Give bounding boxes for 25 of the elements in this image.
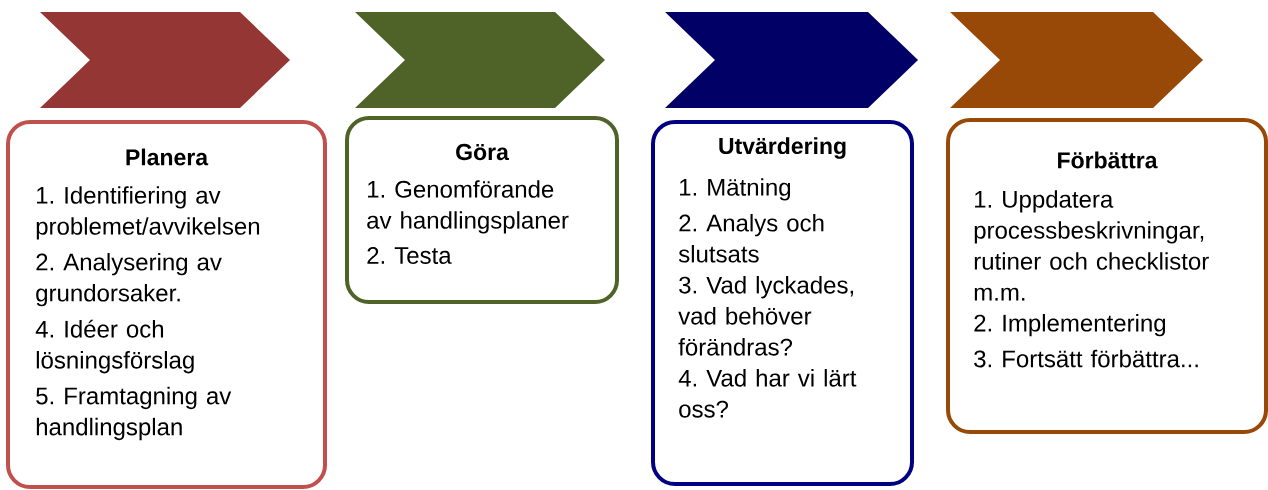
card-heading: Utvärdering	[719, 137, 846, 159]
list-item: 4. Idéer och lösningsförslag	[35, 319, 194, 374]
card-heading: Förbättra	[1058, 151, 1158, 169]
list-item: 1. Mätning	[680, 178, 791, 201]
list-item: 2. Implementering	[974, 314, 1166, 337]
list-item: 2. Analys och slutsats	[678, 213, 824, 263]
chevron-banner	[355, 12, 605, 108]
list-item: 4. Vad har vi lärt oss?	[678, 369, 857, 418]
chevron-banner	[950, 12, 1203, 108]
chevron-banner	[40, 12, 290, 108]
step-card	[946, 118, 1268, 434]
list-item: 3. Fortsätt förbättra...	[974, 349, 1198, 368]
list-item: 1. Uppdatera processbeskrivningar, rutiner och checklistor m.m.	[974, 190, 1209, 301]
chevron-banner	[665, 12, 918, 108]
card-heading: Planera	[126, 148, 209, 166]
step-card	[6, 120, 327, 489]
card-heading: Göra	[456, 143, 509, 161]
list-item: 3. Vad lyckades, vad behöver förändras?	[678, 276, 853, 356]
list-item: 5. Framtagning av handlingsplan	[36, 386, 232, 441]
list-item: 1. Genomförande av handlingsplaner	[367, 180, 569, 234]
list-item: 2. Testa	[367, 247, 452, 264]
step-card	[345, 116, 619, 304]
list-item: 1. Identifiering av problemet/avvikelsen	[36, 186, 260, 240]
list-item: 2. Analysering av grundorsaker.	[36, 252, 222, 307]
step-card	[651, 120, 914, 486]
